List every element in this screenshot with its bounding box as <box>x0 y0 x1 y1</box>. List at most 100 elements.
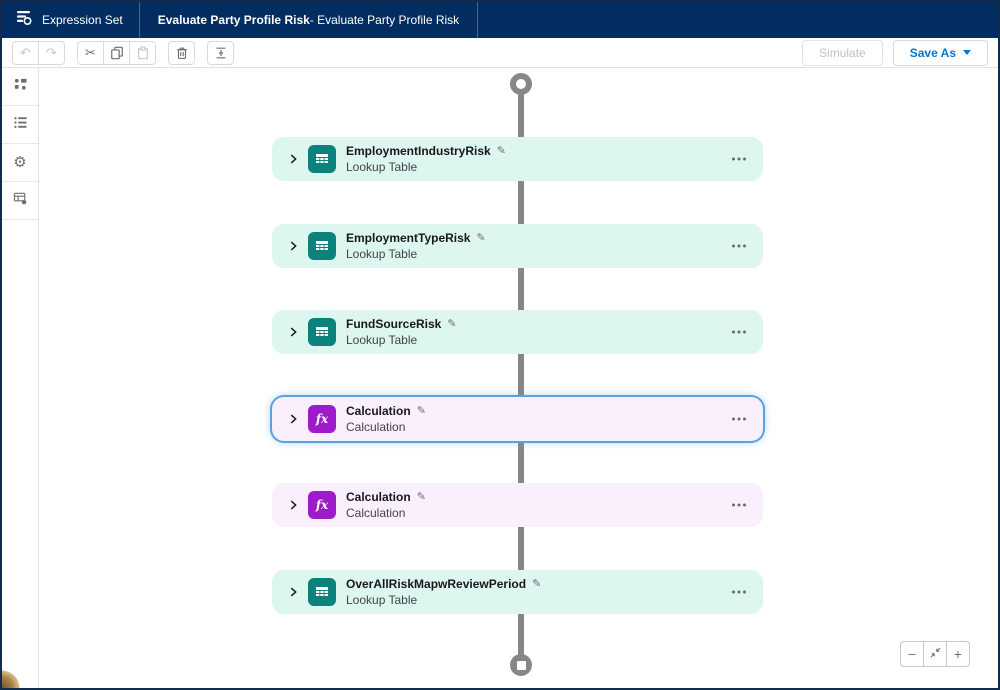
history-group: ↶ ↷ <box>12 40 65 65</box>
sidebar-item-settings[interactable]: ⚙ <box>2 144 38 182</box>
copy-button[interactable] <box>103 40 130 65</box>
expression-canvas[interactable]: EmploymentIndustryRisk ✎ Lookup Table <box>39 68 998 688</box>
cut-icon: ✂ <box>85 44 96 60</box>
navbar-divider <box>477 2 479 38</box>
undo-icon: ↶ <box>20 44 31 60</box>
lookup-table-icon <box>308 318 336 346</box>
node-title: EmploymentTypeRisk <box>346 231 471 246</box>
zoom-controls: − + <box>900 641 970 667</box>
cut-button[interactable]: ✂ <box>77 40 104 65</box>
node-menu-button[interactable] <box>729 153 749 165</box>
node-menu-button[interactable] <box>729 586 749 598</box>
lookup-table-icon <box>308 232 336 260</box>
calculation-formula-icon: fx <box>308 405 336 433</box>
flow-start-node <box>510 73 532 95</box>
step-node-overall-risk-map[interactable]: OverAllRiskMapwReviewPeriod ✎ Lookup Tab… <box>272 570 763 614</box>
sidebar-item-resources[interactable] <box>2 182 38 220</box>
step-node-employment-industry-risk[interactable]: EmploymentIndustryRisk ✎ Lookup Table <box>272 137 763 181</box>
edit-icon[interactable]: ✎ <box>447 317 457 330</box>
node-type-label: Lookup Table <box>346 159 418 174</box>
edit-icon[interactable]: ✎ <box>496 144 506 157</box>
edit-icon[interactable]: ✎ <box>532 577 542 590</box>
expression-set-icon <box>16 9 33 31</box>
copy-icon <box>110 46 124 60</box>
more-dots-icon <box>732 330 746 334</box>
delete-button[interactable] <box>168 40 195 65</box>
node-text: EmploymentTypeRisk ✎ Lookup Table <box>346 231 486 261</box>
node-menu-button[interactable] <box>729 326 749 338</box>
expand-chevron-icon[interactable] <box>282 412 304 426</box>
expand-chevron-icon[interactable] <box>282 325 304 339</box>
edit-icon[interactable]: ✎ <box>416 404 426 417</box>
more-dots-icon <box>732 590 746 594</box>
node-title: EmploymentIndustryRisk <box>346 144 491 159</box>
node-type-label: Calculation <box>346 505 406 520</box>
expand-chevron-icon[interactable] <box>282 498 304 512</box>
more-dots-icon <box>732 244 746 248</box>
redo-button[interactable]: ↷ <box>38 40 65 65</box>
collapse-all-button[interactable] <box>207 40 234 65</box>
document-tab[interactable]: Evaluate Party Profile Risk - Evaluate P… <box>140 2 477 38</box>
collapse-group <box>207 40 234 65</box>
builder-toolbar: ↶ ↷ ✂ <box>2 38 998 68</box>
node-type-label: Lookup Table <box>346 592 418 607</box>
node-text: Calculation ✎ Calculation <box>346 404 426 434</box>
node-menu-button[interactable] <box>729 413 749 425</box>
node-text: FundSourceRisk ✎ Lookup Table <box>346 317 457 347</box>
flow-end-node <box>510 654 532 676</box>
clipboard-group: ✂ <box>77 40 156 65</box>
fx-glyph: fx <box>315 498 329 512</box>
lookup-table-icon <box>308 578 336 606</box>
zoom-out-button[interactable]: − <box>900 641 924 667</box>
delete-group <box>168 40 195 65</box>
fx-glyph: fx <box>315 412 329 426</box>
document-title: Evaluate Party Profile Risk <box>157 13 310 27</box>
left-sidebar: ⚙ <box>2 68 39 688</box>
node-title: FundSourceRisk <box>346 317 442 332</box>
undo-button[interactable]: ↶ <box>12 40 39 65</box>
step-node-fund-source-risk[interactable]: FundSourceRisk ✎ Lookup Table <box>272 310 763 354</box>
sidebar-item-elements[interactable] <box>2 68 38 106</box>
minus-icon: − <box>907 646 917 662</box>
redo-icon: ↷ <box>46 44 57 60</box>
app-brand: Expression Set <box>2 2 139 38</box>
expand-chevron-icon[interactable] <box>282 585 304 599</box>
main-area: ⚙ <box>2 68 998 688</box>
node-menu-button[interactable] <box>729 240 749 252</box>
paste-icon <box>136 45 150 60</box>
simulate-button[interactable]: Simulate <box>802 39 883 66</box>
step-node-calculation-1[interactable]: fx Calculation ✎ Calculation <box>272 397 763 441</box>
node-text: OverAllRiskMapwReviewPeriod ✎ Lookup Tab… <box>346 577 541 607</box>
node-text: EmploymentIndustryRisk ✎ Lookup Table <box>346 144 506 174</box>
calculation-formula-icon: fx <box>308 491 336 519</box>
chevron-down-icon <box>963 50 971 55</box>
node-title: Calculation <box>346 404 411 419</box>
resource-manager-icon <box>13 191 28 211</box>
collapse-vertical-icon <box>214 46 228 60</box>
app-title: Expression Set <box>42 13 123 27</box>
save-as-button[interactable]: Save As <box>892 39 988 66</box>
edit-icon[interactable]: ✎ <box>476 231 486 244</box>
node-title: Calculation <box>346 490 411 505</box>
edit-icon[interactable]: ✎ <box>416 490 426 503</box>
paste-button[interactable] <box>129 40 156 65</box>
step-node-calculation-2[interactable]: fx Calculation ✎ Calculation <box>272 483 763 527</box>
more-dots-icon <box>732 503 746 507</box>
simulate-label: Simulate <box>819 45 866 60</box>
step-node-employment-type-risk[interactable]: EmploymentTypeRisk ✎ Lookup Table <box>272 224 763 268</box>
more-dots-icon <box>732 417 746 421</box>
node-type-label: Lookup Table <box>346 246 418 261</box>
expand-chevron-icon[interactable] <box>282 239 304 253</box>
node-title: OverAllRiskMapwReviewPeriod <box>346 577 527 592</box>
node-menu-button[interactable] <box>729 499 749 511</box>
navbar-filler <box>478 2 998 38</box>
plus-icon: + <box>953 646 963 662</box>
fit-view-button[interactable] <box>923 641 947 667</box>
node-type-label: Calculation <box>346 419 406 434</box>
zoom-in-button[interactable]: + <box>946 641 970 667</box>
expand-chevron-icon[interactable] <box>282 152 304 166</box>
sidebar-item-list[interactable] <box>2 106 38 144</box>
document-subtitle: - Evaluate Party Profile Risk <box>309 13 460 27</box>
trash-icon <box>175 46 189 60</box>
top-navbar: Expression Set Evaluate Party Profile Ri… <box>2 2 998 38</box>
